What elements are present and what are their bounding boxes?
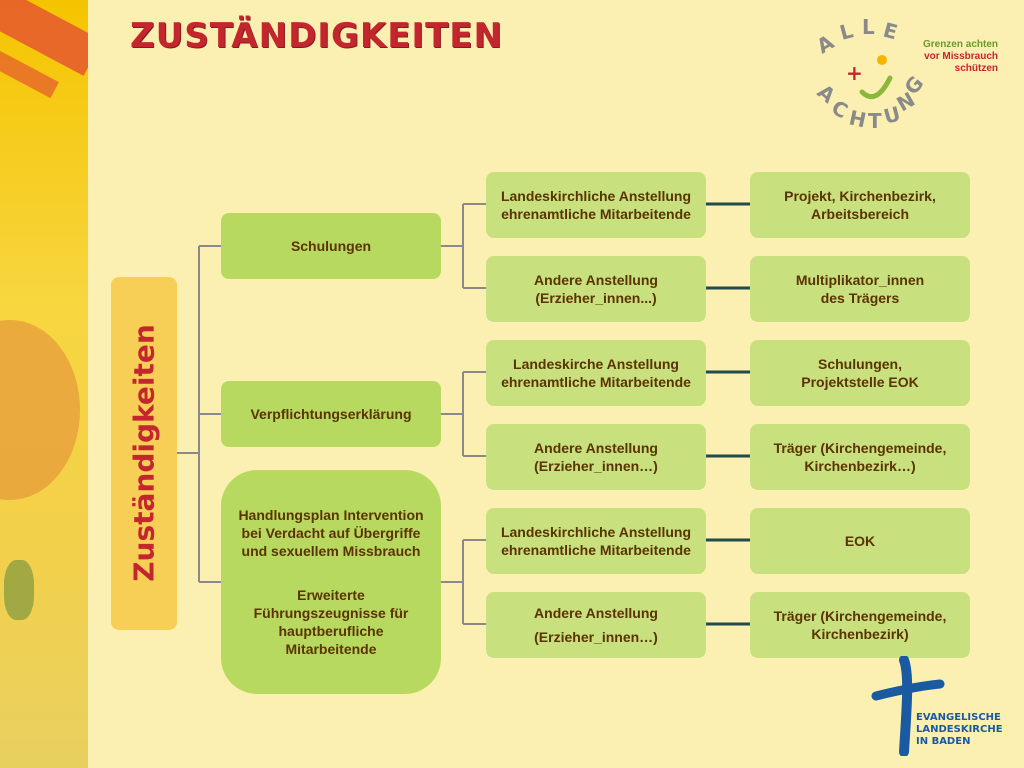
svg-text:L: L — [862, 15, 875, 39]
page-title: Zuständigkeiten — [130, 16, 503, 56]
node-verpflichtungserklaerung: Verpflichtungserklärung — [221, 381, 441, 447]
node-line: EOK — [844, 533, 876, 549]
node-line: Arbeitsbereich — [810, 206, 910, 222]
node-line: (Erzieher_innen…) — [534, 629, 658, 645]
node-handlungsplan: Handlungsplan Intervention bei Verdacht … — [221, 470, 441, 694]
node-level3: Träger (Kirchengemeinde, Kirchenbezirk) — [750, 592, 970, 658]
svg-text:H: H — [847, 105, 868, 132]
node-line: Andere Anstellung — [534, 605, 658, 621]
svg-text:A: A — [813, 30, 839, 59]
logo-tagline-line: Grenzen achten — [922, 39, 998, 50]
node-line: Kirchenbezirk…) — [804, 458, 916, 474]
node-line: Kirchenbezirk) — [811, 626, 909, 642]
logo-tagline: Grenzen achten vor Missbrauch schützen — [918, 39, 998, 75]
footer-logo-line: LANDESKIRCHE — [916, 724, 1003, 735]
node-line: Andere Anstellung — [534, 272, 658, 288]
root-node-box — [111, 277, 177, 630]
node-line: Multiplikator_innen — [795, 272, 925, 288]
node-level3: Träger (Kirchengemeinde, Kirchenbezirk…) — [750, 424, 970, 490]
node-level2: Andere Anstellung (Erzieher_innen...) — [486, 256, 706, 322]
svg-text:+: + — [846, 61, 863, 85]
node-line: Träger (Kirchengemeinde, — [773, 608, 947, 624]
ekiba-cross-icon — [871, 656, 945, 756]
node-line: ehrenamtliche Mitarbeitende — [501, 374, 691, 390]
svg-text:E: E — [881, 18, 900, 45]
root-node-label: Zuständigkeiten — [127, 324, 161, 582]
node-level3: Schulungen, Projektstelle EOK — [750, 340, 970, 406]
node-label: Erweiterte Führungszeugnisse für hauptbe… — [253, 587, 409, 657]
node-line: Landeskirchliche Anstellung — [500, 188, 692, 204]
footer-logo-text: EVANGELISCHE LANDESKIRCHE IN BADEN — [916, 712, 1003, 748]
alle-achtung-logo: A L L E A C H T U N G + — [813, 15, 929, 133]
footer-logo-line: IN BADEN — [916, 736, 971, 747]
node-level3: Projekt, Kirchenbezirk, Arbeitsbereich — [750, 172, 970, 238]
node-line: ehrenamtliche Mitarbeitende — [501, 542, 691, 558]
svg-text:T: T — [868, 109, 882, 133]
node-line: Landeskirche Anstellung — [513, 356, 679, 372]
decorative-green-shape — [4, 560, 34, 620]
node-schulungen: Schulungen — [221, 213, 441, 279]
decorative-left-strip — [0, 0, 88, 768]
node-line: Andere Anstellung — [534, 440, 658, 456]
node-level3: Multiplikator_innen des Trägers — [750, 256, 970, 322]
node-line: (Erzieher_innen...) — [535, 290, 657, 306]
logo-tagline-line: schützen — [954, 63, 998, 74]
node-level2: Landeskirchliche Anstellung ehrenamtlich… — [486, 172, 706, 238]
node-level2: Landeskirche Anstellung ehrenamtliche Mi… — [486, 340, 706, 406]
node-line: Projekt, Kirchenbezirk, — [784, 188, 936, 204]
node-line: Träger (Kirchengemeinde, — [773, 440, 947, 456]
node-level3: EOK — [750, 508, 970, 574]
node-level2: Andere Anstellung (Erzieher_innen…) — [486, 424, 706, 490]
node-label: Schulungen — [290, 238, 372, 254]
node-label: Verpflichtungserklärung — [250, 406, 412, 422]
node-line: (Erzieher_innen…) — [534, 458, 658, 474]
svg-text:U: U — [881, 101, 903, 128]
node-level2: Andere Anstellung (Erzieher_innen…) — [486, 592, 706, 658]
svg-text:L: L — [837, 18, 856, 45]
node-line: Landeskirchliche Anstellung — [500, 524, 692, 540]
logo-tagline-line: vor Missbrauch — [924, 51, 998, 62]
node-level2: Landeskirchliche Anstellung ehrenamtlich… — [486, 508, 706, 574]
node-line: Schulungen, — [818, 356, 902, 372]
node-line: ehrenamtliche Mitarbeitende — [501, 206, 691, 222]
node-line: Projektstelle EOK — [801, 374, 919, 390]
footer-logo-line: EVANGELISCHE — [916, 712, 1001, 723]
node-line: des Trägers — [820, 290, 900, 306]
node-label: Handlungsplan Intervention bei Verdacht … — [238, 507, 424, 559]
